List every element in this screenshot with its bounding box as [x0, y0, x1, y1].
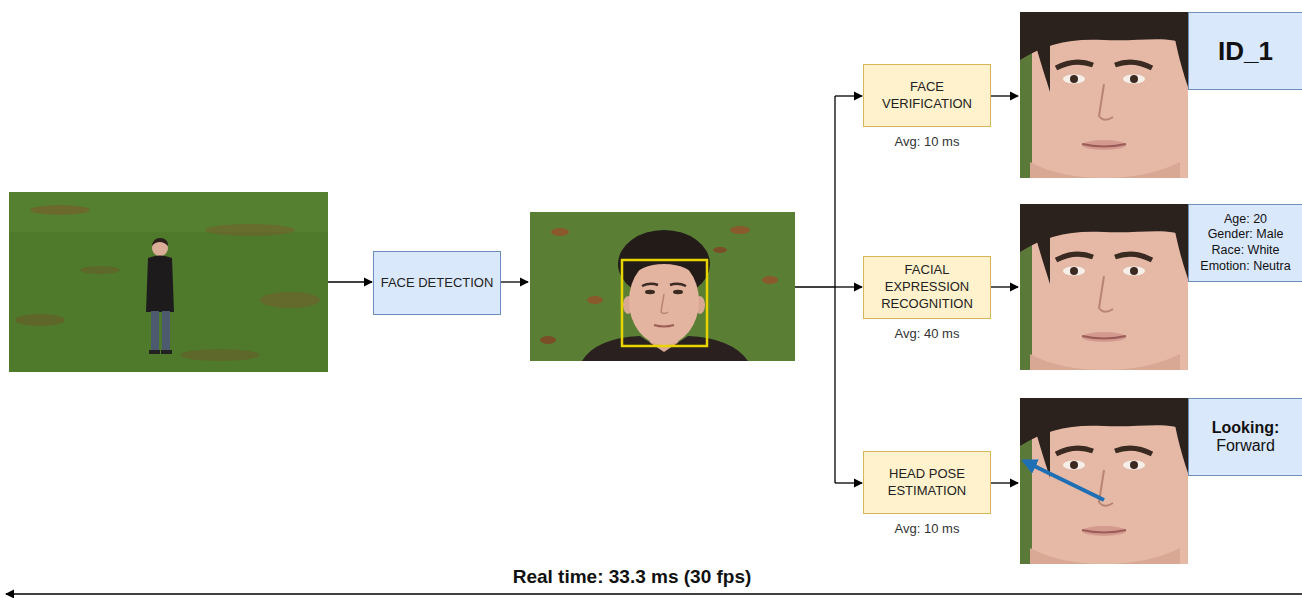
- illustration-part: [762, 276, 778, 284]
- illustration-part: [990, 95, 1018, 96]
- node-text: ID_1: [1218, 36, 1273, 67]
- process-box: FACIAL EXPRESSION RECOGNITIONAvg: 40 ms: [863, 256, 991, 319]
- gaze-arrow: [1024, 461, 1104, 500]
- illustration-part: [645, 290, 655, 294]
- illustration-part: [654, 325, 674, 327]
- illustration-part: [835, 286, 862, 287]
- node-text: FACIAL EXPRESSION RECOGNITION: [870, 262, 984, 313]
- illustration-part: [642, 284, 658, 286]
- node-text: Looking:: [1212, 419, 1280, 437]
- flow-arrows: [6, 96, 1302, 594]
- face-crop: [1020, 204, 1188, 370]
- face-crop: [1020, 398, 1188, 564]
- node-text: Emotion: Neutra: [1200, 259, 1290, 275]
- node-text: Age: 20: [1224, 212, 1267, 228]
- illustration-part: [80, 266, 120, 274]
- illustration-part: [500, 281, 528, 282]
- illustration-part: [6, 593, 1302, 594]
- illustration-part: [582, 336, 748, 361]
- timing-note: Avg: 40 ms: [895, 326, 960, 341]
- node-text: Race: White: [1211, 243, 1279, 259]
- illustration-part: [328, 281, 372, 282]
- illustration-part: [661, 294, 668, 314]
- illustration-part: [629, 252, 700, 282]
- process-box: FACE DETECTION: [373, 251, 501, 315]
- illustration-part: [15, 314, 65, 326]
- timing-label: Real time: 33.3 ms (30 fps): [509, 566, 756, 588]
- node-text: Gender: Male: [1208, 227, 1284, 243]
- illustration-part: [673, 290, 683, 294]
- illustration-part: [205, 224, 295, 236]
- result-tag: Looking:Forward: [1188, 398, 1302, 476]
- field-photo: [9, 192, 328, 372]
- detection-box: [622, 260, 707, 346]
- result-tag: ID_1: [1188, 12, 1302, 90]
- detected-face-photo: [530, 212, 795, 361]
- illustration-part: [161, 350, 172, 354]
- timing-note: Avg: 10 ms: [895, 521, 960, 536]
- illustration-part: [180, 349, 260, 361]
- process-box: FACE VERIFICATIONAvg: 10 ms: [863, 64, 991, 127]
- illustration-part: [30, 205, 90, 215]
- illustration-part: [730, 226, 750, 234]
- illustration-part: [260, 292, 320, 308]
- illustration-part: [151, 311, 159, 352]
- illustration-part: [990, 286, 1018, 287]
- illustration-part: [834, 96, 835, 483]
- illustration-part: [149, 350, 160, 354]
- illustration-part: [713, 247, 727, 253]
- illustration-part: [587, 296, 603, 304]
- timing-note: Avg: 10 ms: [895, 134, 960, 149]
- face-crop: [1020, 12, 1188, 178]
- node-text: Forward: [1216, 437, 1275, 455]
- illustration-part: [530, 212, 795, 361]
- illustration-part: [146, 256, 174, 313]
- illustration-part: [551, 228, 569, 236]
- illustration-part: [670, 284, 686, 286]
- illustration-part: [152, 238, 168, 246]
- node-text: FACE DETECTION: [381, 275, 494, 292]
- illustration-part: [9, 192, 328, 372]
- result-tag: Age: 20Gender: MaleRace: WhiteEmotion: N…: [1188, 204, 1302, 282]
- process-box: HEAD POSE ESTIMATIONAvg: 10 ms: [863, 451, 991, 514]
- node-text: FACE VERIFICATION: [870, 79, 984, 113]
- illustration-part: [162, 311, 170, 352]
- node-text: HEAD POSE ESTIMATION: [870, 466, 984, 500]
- illustration-part: [795, 286, 835, 287]
- illustration-part: [835, 95, 862, 96]
- illustration-part: [540, 336, 556, 344]
- illustration-part: [835, 482, 862, 483]
- illustration-part: [990, 482, 1018, 483]
- illustration-part: [629, 257, 699, 345]
